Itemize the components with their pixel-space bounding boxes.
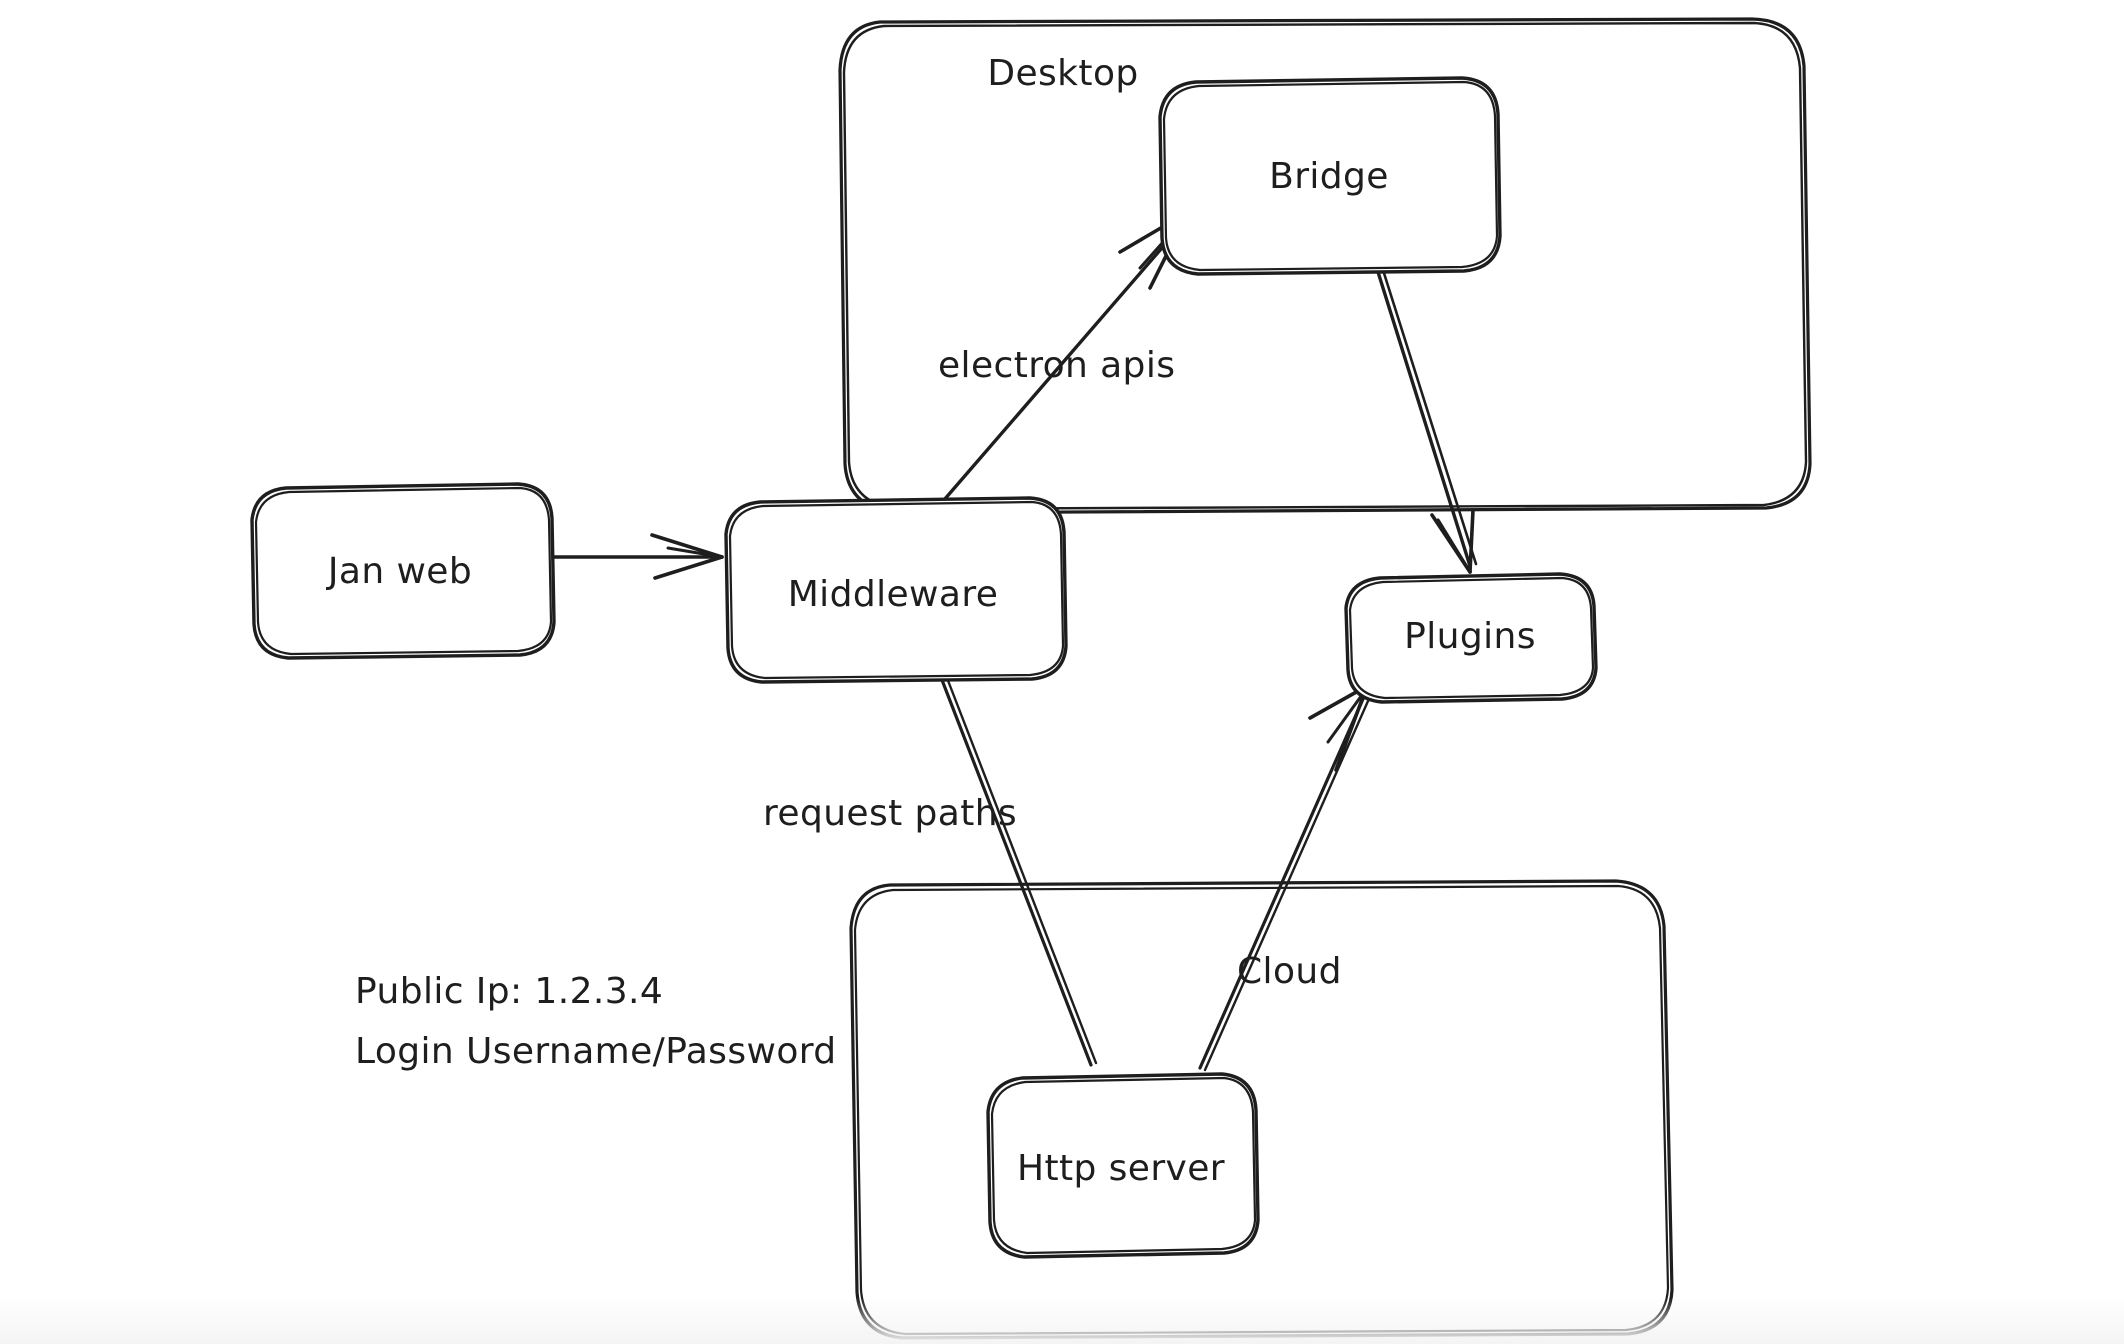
node-http-server[interactable] bbox=[986, 1072, 1260, 1259]
edge-label-request-paths: request paths bbox=[763, 793, 1017, 834]
node-http-server-label: Http server bbox=[1017, 1148, 1225, 1189]
container-cloud-label: Cloud bbox=[1237, 951, 1342, 992]
edge-janweb-to-middleware bbox=[551, 533, 724, 580]
note-login: Login Username/Password bbox=[355, 1031, 837, 1072]
node-jan-web[interactable] bbox=[250, 482, 556, 660]
node-jan-web-label: Jan web bbox=[326, 551, 472, 592]
container-cloud[interactable] bbox=[849, 879, 1674, 1340]
node-plugins-label: Plugins bbox=[1404, 616, 1536, 657]
node-plugins[interactable] bbox=[1344, 572, 1598, 704]
node-middleware-label: Middleware bbox=[788, 574, 999, 615]
container-desktop-label: Desktop bbox=[987, 53, 1138, 94]
node-middleware[interactable] bbox=[724, 496, 1068, 684]
edge-label-electron-apis: electron apis bbox=[938, 345, 1175, 386]
note-public-ip: Public Ip: 1.2.3.4 bbox=[355, 971, 663, 1012]
node-bridge[interactable] bbox=[1158, 76, 1502, 276]
node-bridge-label: Bridge bbox=[1269, 156, 1389, 197]
edge-bridge-to-plugins bbox=[1376, 268, 1478, 574]
edge-middleware-to-httpserver bbox=[940, 676, 1098, 1067]
